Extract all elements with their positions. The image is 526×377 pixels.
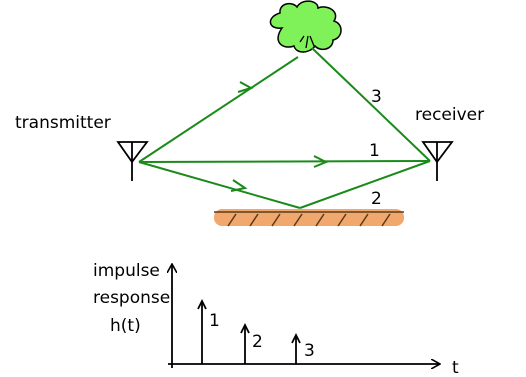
tree-icon <box>269 0 342 53</box>
path-3-incident <box>138 56 299 163</box>
path-2-reflected <box>299 160 431 209</box>
impulse-3 <box>291 332 301 364</box>
x-axis-label-t: t <box>452 358 459 377</box>
y-axis-label-impulse: impulse <box>93 261 160 281</box>
impulse-1-label: 1 <box>209 311 220 331</box>
transmitter-label: transmitter <box>15 113 111 133</box>
path-2-label: 2 <box>371 189 382 209</box>
path-1-direct <box>138 160 431 163</box>
receiver-antenna-icon <box>421 141 454 181</box>
impulse-2 <box>240 322 250 364</box>
ground-icon <box>214 209 404 227</box>
path-1-arrowhead <box>313 155 329 168</box>
impulse-response-plot: impulse response h(t) t 1 2 3 <box>93 261 459 377</box>
path-3-scattered <box>311 47 431 162</box>
y-axis-label-h-t: h(t) <box>110 316 141 336</box>
impulse-2-label: 2 <box>252 332 263 352</box>
path-1-label: 1 <box>369 141 380 161</box>
propagation-paths <box>138 47 431 209</box>
path-2-arrowhead <box>230 179 248 192</box>
impulse-1 <box>197 298 207 364</box>
y-axis-label-response: response <box>93 288 170 308</box>
path-2-incident <box>138 161 301 209</box>
impulse-3-label: 3 <box>304 341 315 361</box>
receiver-label: receiver <box>415 105 484 125</box>
transmitter-antenna-icon <box>116 141 149 181</box>
path-3-label: 3 <box>371 87 382 107</box>
path-3-arrowhead <box>237 81 254 93</box>
